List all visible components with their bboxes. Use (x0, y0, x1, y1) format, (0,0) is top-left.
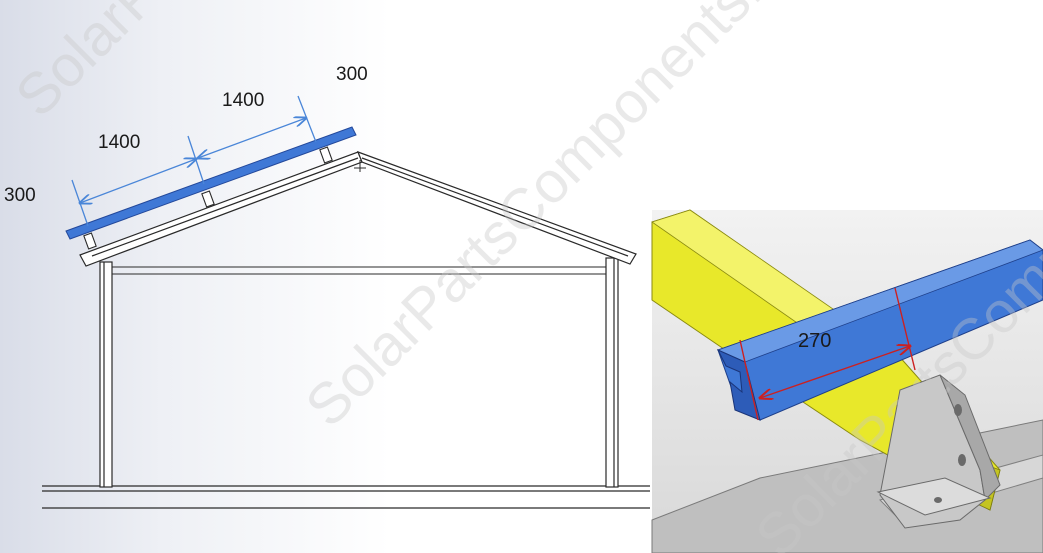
dim-segment-second-span (198, 118, 306, 158)
standoff-brackets (83, 146, 333, 250)
ground-slab (42, 485, 650, 509)
rail-dimension (739, 287, 916, 421)
bracket-bolt-hole-3 (934, 497, 942, 503)
rail-dim-tick-start (739, 339, 759, 421)
bracket-bolt-hole-2 (958, 454, 966, 466)
column-left (99, 261, 113, 488)
elevation-background (0, 0, 650, 553)
rail-dim-arrow (760, 346, 910, 398)
elevation-view: 300 1400 1400 300 (0, 0, 650, 553)
label-second-span: 1400 (222, 90, 264, 111)
column-right (605, 257, 619, 488)
ridge-joint (354, 160, 366, 172)
dim-segment-first-span (80, 159, 196, 203)
label-rail-clamp: 270 (798, 330, 831, 352)
detail-view: 270 (651, 209, 1043, 553)
roof-rafter-right (356, 150, 637, 265)
dimension-line (71, 95, 317, 227)
bracket-bolt-hole-1 (954, 404, 962, 416)
label-right-end: 300 (336, 64, 368, 85)
label-left-end: 300 (4, 185, 36, 206)
tie-beam (112, 266, 606, 275)
label-first-span: 1400 (98, 132, 140, 153)
bracket-foot (876, 477, 992, 516)
